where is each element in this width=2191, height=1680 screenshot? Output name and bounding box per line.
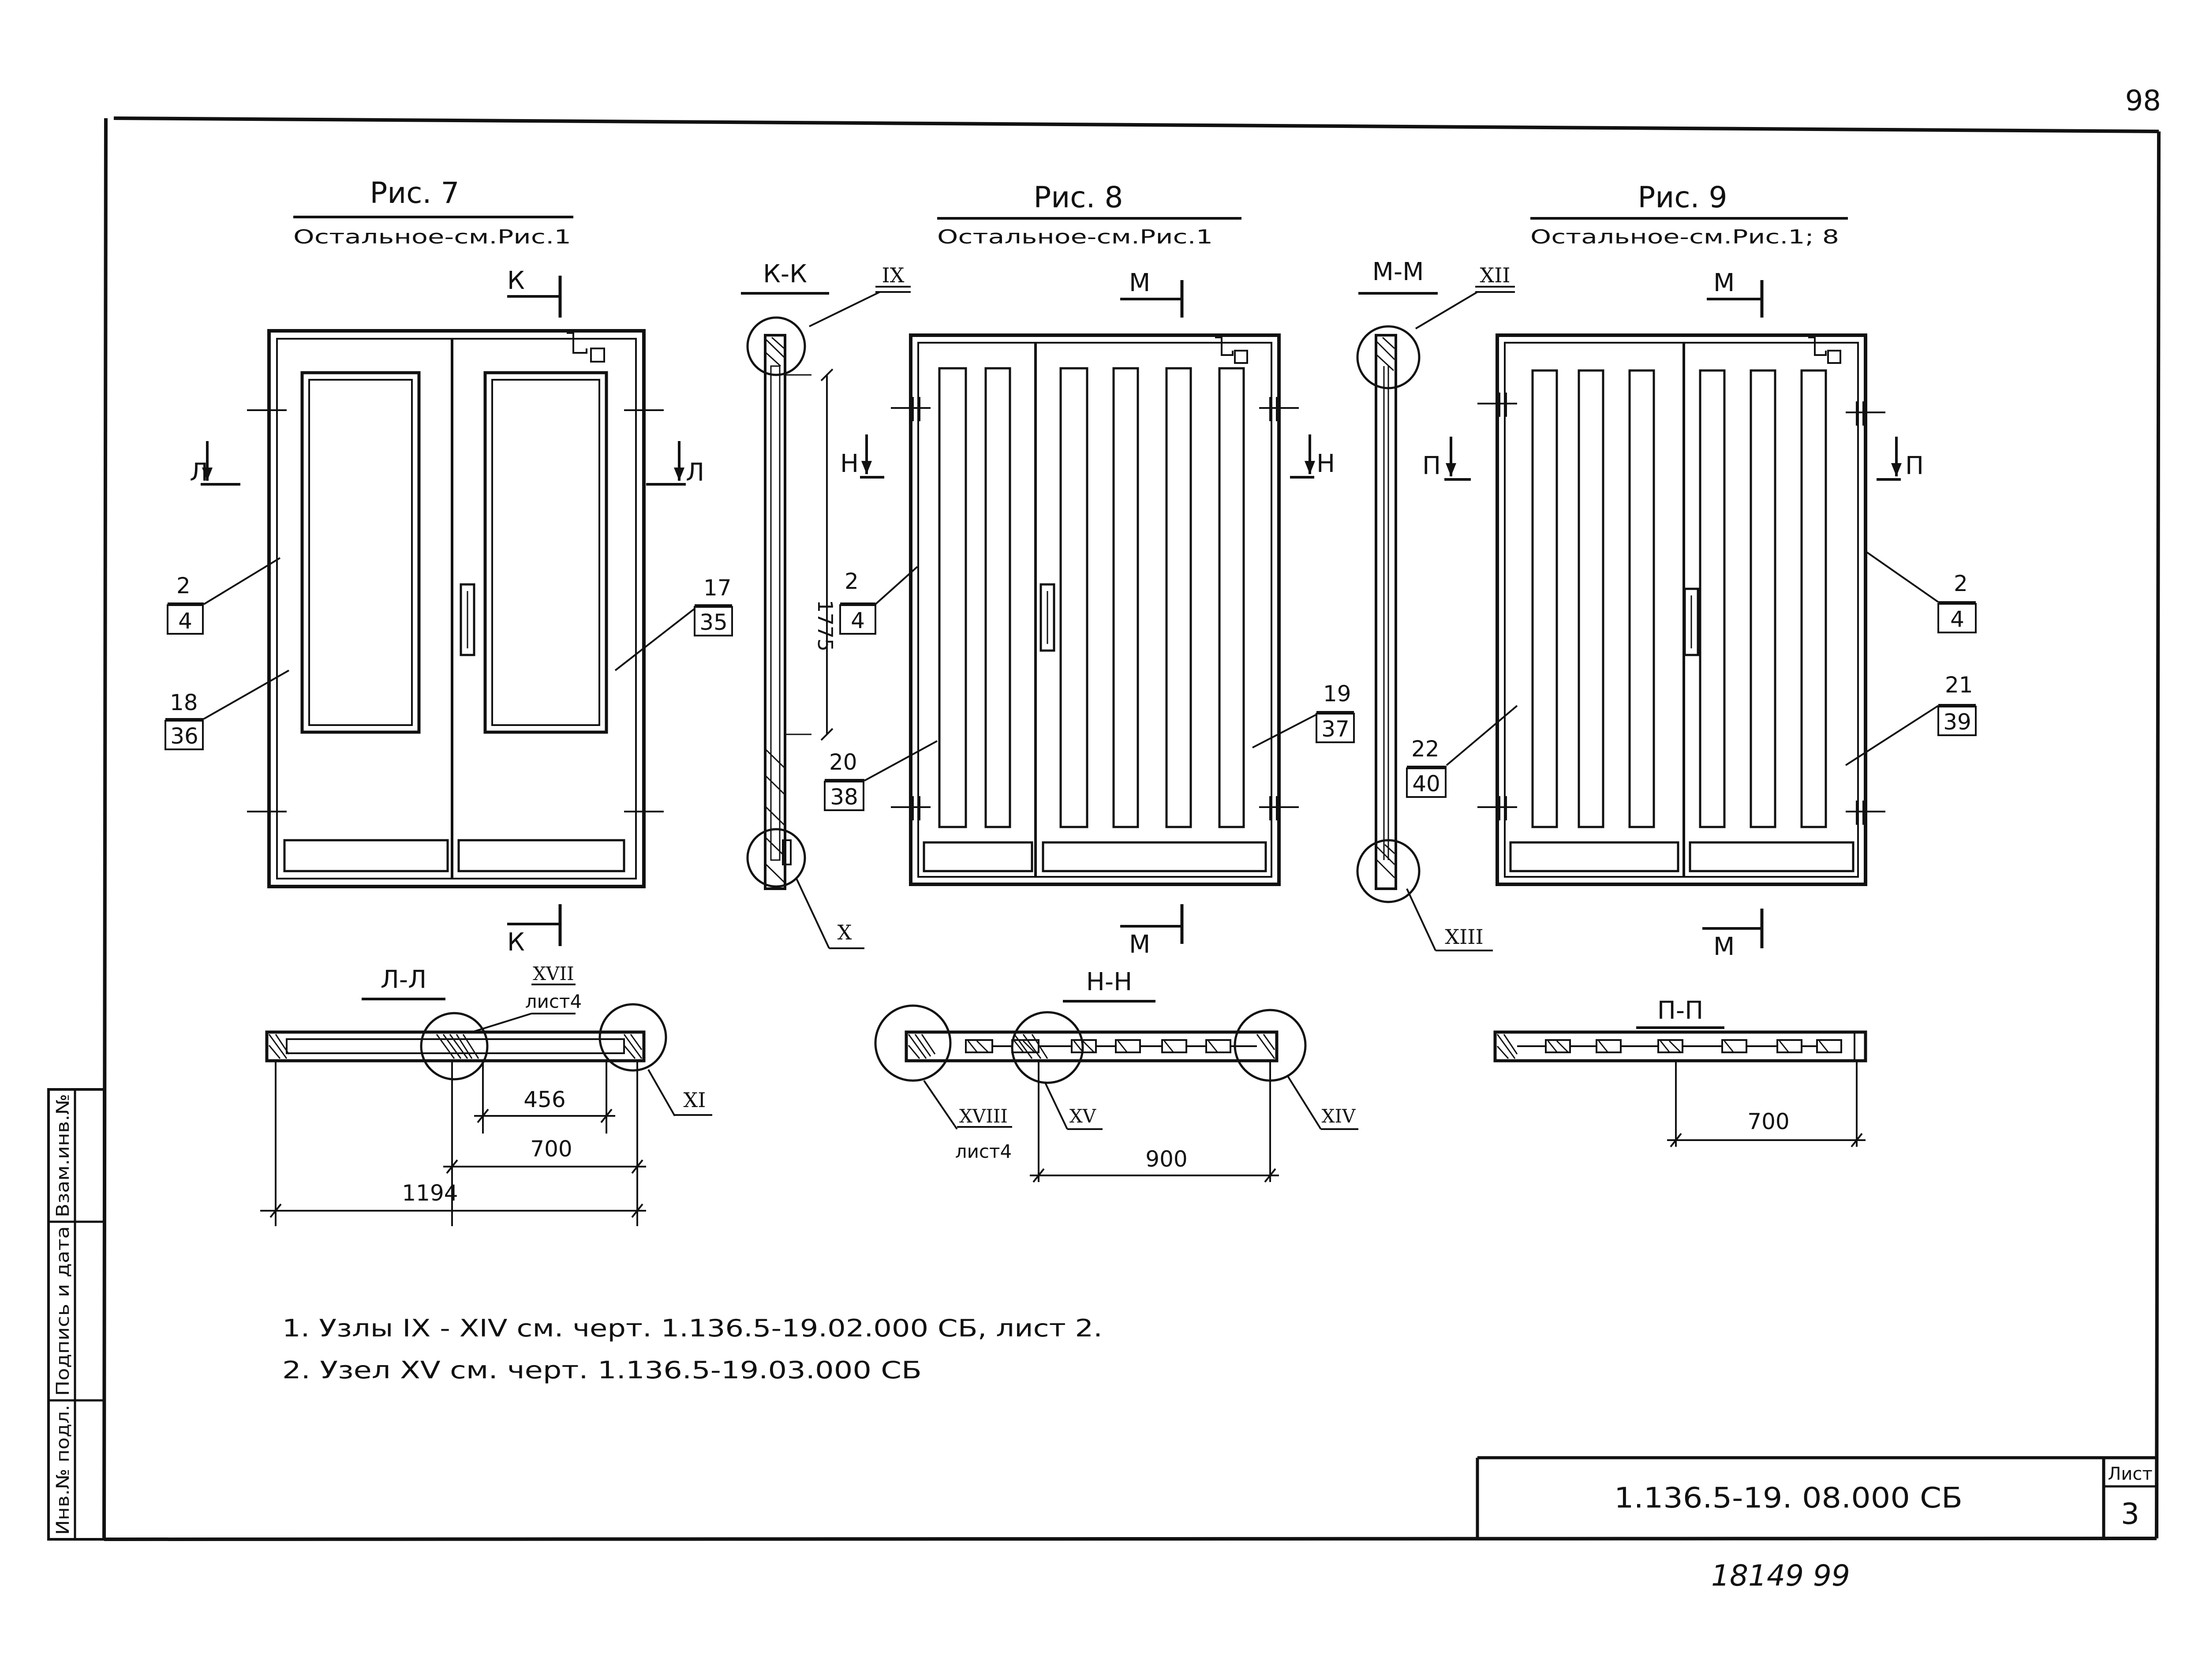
figure-7: Рис. 7 Остальное-см.Рис.1 Л Л: [165, 176, 733, 957]
fig9-mark-p-right: П: [1905, 452, 1924, 480]
f8-callout-left-bottom-den: 38: [830, 784, 858, 810]
fig9-mark-p-left: П: [1422, 452, 1441, 480]
ll-dim-inner: 456: [523, 1087, 565, 1112]
f9-callout-left-num: 22: [1411, 736, 1439, 762]
fig8-subtitle: Остальное-см.Рис.1: [937, 226, 1213, 248]
f7-callout-left-bottom-den: 36: [170, 723, 198, 749]
fig8-mark-m-bottom: М: [1129, 930, 1150, 959]
nn-node-left-sheet: лист4: [955, 1141, 1012, 1162]
ll-title: Л-Л: [381, 965, 426, 994]
f7-callout-right-num: 17: [703, 575, 732, 601]
pp-dim: 700: [1747, 1109, 1789, 1134]
archive-number: 18149 99: [1711, 1559, 1850, 1593]
fig8-mark-m-top: М: [1129, 269, 1150, 297]
fig7-mark-k-bottom: К: [507, 928, 525, 957]
stamp-inventory-label: Инв.№ подл.: [53, 1405, 73, 1535]
fig9-title: Рис. 9: [1638, 180, 1727, 214]
f9-callout-right-bottom-den: 39: [1943, 709, 1971, 735]
fig9-mark-m-top: М: [1713, 269, 1735, 297]
notes: 1. Узлы IX - XIV см. черт. 1.136.5-19.02…: [282, 1314, 1103, 1384]
title-block: 1.136.5-19. 08.000 СБ Лист 3: [1476, 1456, 2157, 1538]
fig7-subtitle: Остальное-см.Рис.1: [293, 226, 571, 248]
ll-dim-leaf: 700: [530, 1136, 572, 1162]
f9-callout-right-top-den: 4: [1950, 606, 1964, 632]
f9-callout-right-bottom-num: 21: [1945, 672, 1973, 698]
note-2: 2. Узел XV см. черт. 1.136.5-19.03.000 С…: [282, 1356, 922, 1384]
sheet-frame: [102, 116, 2161, 1541]
kk-dim-height: 1775: [813, 600, 837, 651]
ll-node-right: XI: [684, 1088, 706, 1112]
nn-node-right: XIV: [1322, 1105, 1356, 1127]
mm-title: М-М: [1372, 258, 1424, 286]
nn-title: Н-Н: [1086, 968, 1132, 996]
ll-dim-total: 1194: [402, 1180, 458, 1206]
section-l-l: Л-Л XVII лист4 XI 456 700: [260, 963, 712, 1226]
ll-node-ref: XVII: [533, 963, 574, 984]
section-n-n: Н-Н XVIII лист4: [874, 968, 1358, 1183]
f9-callout-left-den: 40: [1412, 771, 1440, 797]
nn-node-left: XVIII: [959, 1105, 1008, 1127]
sheet-label: Лист: [2108, 1464, 2152, 1484]
section-m-m: М-М XII XIII: [1356, 258, 1515, 951]
page-number: 98: [2125, 85, 2161, 117]
fig8-mark-n-right: Н: [1316, 449, 1335, 478]
figure-8: Рис. 8 Остальное-см.Рис.1 Н: [824, 180, 1355, 959]
kk-node-top: IX: [882, 263, 905, 287]
section-k-k: К-К IX 1775 X: [741, 260, 911, 949]
fig9-subtitle: Остальное-см.Рис.1; 8: [1530, 226, 1839, 248]
f8-callout-left-top-num: 2: [845, 569, 859, 594]
f7-callout-left-top-num: 2: [176, 573, 191, 599]
pp-title: П-П: [1657, 996, 1703, 1025]
stamp-replacement-label: Взам.инв.№: [53, 1094, 73, 1217]
nn-node-mid: XV: [1069, 1105, 1096, 1127]
f8-callout-left-top-den: 4: [851, 608, 865, 633]
f8-callout-left-bottom-num: 20: [829, 749, 857, 775]
stamp-signature-label: Подпись и дата: [53, 1226, 73, 1396]
kk-title: К-К: [763, 260, 807, 288]
kk-node-bottom: X: [838, 920, 852, 944]
mm-node-bottom: XIII: [1445, 925, 1483, 949]
note-1: 1. Узлы IX - XIV см. черт. 1.136.5-19.02…: [282, 1314, 1103, 1342]
f9-callout-right-top-num: 2: [1954, 571, 1968, 596]
fig8-mark-n-left: Н: [840, 449, 859, 478]
f7-callout-right-den: 35: [699, 610, 728, 635]
ll-node-ref-sheet: лист4: [525, 991, 582, 1012]
fig8-title: Рис. 8: [1034, 180, 1123, 214]
fig7-mark-l-right: Л: [686, 458, 704, 487]
sheet-number: 3: [2121, 1497, 2139, 1531]
mm-node-top: XII: [1480, 263, 1510, 287]
f7-callout-left-bottom-num: 18: [170, 690, 198, 715]
side-stamp: Инв.№ подл. Подпись и дата Взам.инв.№: [47, 1088, 105, 1541]
fig7-mark-k-top: К: [507, 266, 525, 295]
doc-code: 1.136.5-19. 08.000 СБ: [1614, 1482, 1963, 1515]
figure-9: Рис. 9 Остальное-см.Рис.1; 8 П: [1406, 180, 1977, 961]
nn-dim: 900: [1145, 1146, 1187, 1172]
section-p-p: П-П 700: [1493, 996, 1867, 1148]
fig9-mark-m-bottom: М: [1713, 932, 1735, 961]
fig7-title: Рис. 7: [370, 176, 460, 210]
f7-callout-left-top-den: 4: [178, 608, 192, 634]
f8-callout-right-den: 37: [1321, 716, 1350, 742]
f8-callout-right-num: 19: [1323, 681, 1351, 707]
